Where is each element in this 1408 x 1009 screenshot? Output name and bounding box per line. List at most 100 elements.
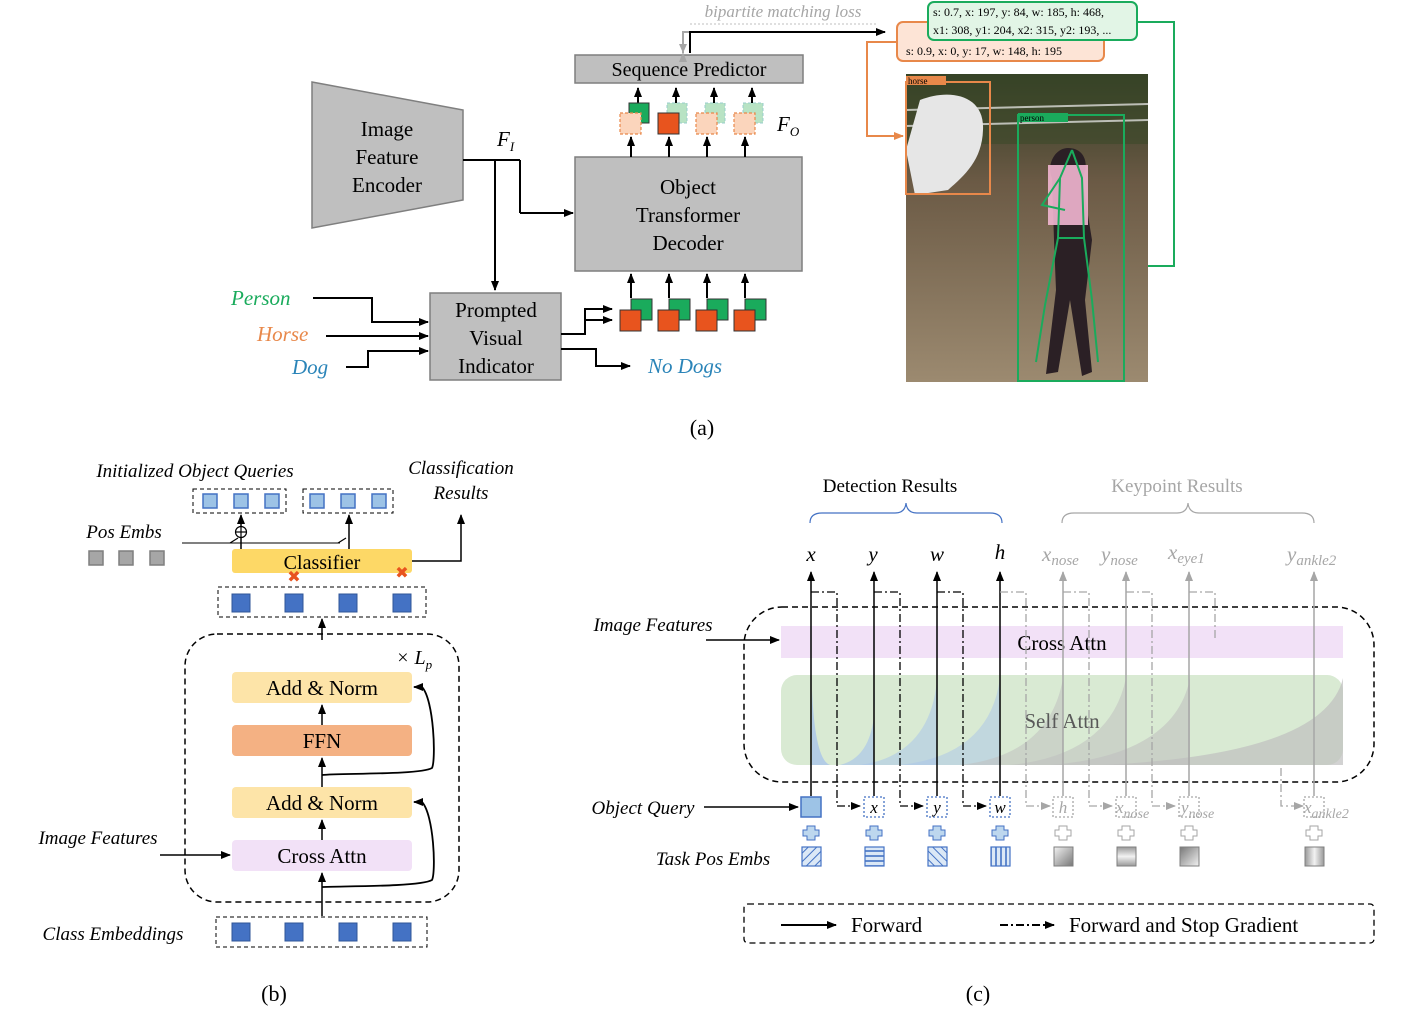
class-embeddings-row (215, 916, 428, 948)
caption-c: (c) (966, 981, 990, 1006)
task-emb-y (864, 846, 885, 867)
task-emb-k2 (1116, 846, 1137, 867)
prompt-horse: Horse (256, 322, 308, 346)
classification-results-line1: Classification (408, 458, 514, 479)
indicator-label-line1: Prompted (455, 298, 537, 322)
output-y: y (866, 542, 878, 566)
object-query-label: Object Query (592, 798, 695, 819)
decoder-container-c (743, 606, 1375, 783)
svg-text:y: y (931, 798, 941, 817)
input-queries (619, 273, 767, 332)
image-features-label-b: Image Features (37, 828, 157, 849)
image-features-label-c: Image Features (592, 615, 712, 636)
legend-forward-label: Forward (851, 913, 923, 937)
legend-stop-gradient-label: Forward and Stop Gradient (1069, 913, 1298, 937)
ffn-label: FFN (303, 729, 342, 753)
cross-attn-label: Cross Attn (277, 844, 367, 868)
repeat-lp-label: × Lp (396, 647, 433, 672)
decoder-layer-container (184, 633, 460, 903)
stop-cross-icon: ✖ (395, 563, 408, 582)
result-person-line2: x1: 308, y1: 204, x2: 315, y2: 193, ... (933, 23, 1111, 37)
indicator-label-line2: Visual (469, 326, 523, 350)
cross-attn-label-c: Cross Attn (1017, 631, 1107, 655)
input-token-x-ankle2 (1303, 796, 1325, 818)
residual-loop-top (321, 683, 435, 776)
photo-label-person: person (1020, 113, 1044, 123)
svg-text:w: w (994, 798, 1006, 817)
prediction-to-result-arrow (689, 28, 886, 53)
keypoint-brace (1061, 502, 1315, 524)
input-token-h (1052, 796, 1074, 818)
task-emb-k1 (1053, 846, 1074, 867)
output-h: h (995, 540, 1006, 564)
legend-box (743, 903, 1375, 944)
pos-embs-label: Pos Embs (85, 522, 161, 543)
input-token-x (863, 796, 885, 818)
no-dogs-arrow (561, 348, 631, 370)
panel-a: Image Feature Encoder FI Object Transfor… (230, 1, 1175, 440)
task-emb-h (990, 846, 1011, 867)
output-y-ankle2: yankle2 (1285, 542, 1337, 569)
object-transformer-decoder-block (574, 156, 803, 272)
prompt-dog: Dog (291, 355, 328, 379)
add-norm-bottom-block (232, 787, 412, 818)
output-query-orange-3 (695, 112, 718, 135)
add-norm-bottom-label: Add & Norm (266, 791, 378, 815)
person-bbox (1017, 114, 1125, 382)
bipartite-matching-loss-label: bipartite matching loss (705, 2, 862, 21)
ffn-block (232, 725, 412, 756)
caption-a: (a) (690, 415, 714, 440)
add-norm-top-block (232, 672, 412, 703)
task-pos-embs-label: Task Pos Embs (656, 849, 770, 870)
output-x-nose: xnose (1041, 542, 1079, 569)
input-token-x-nose (1115, 796, 1137, 818)
classification-results-line2: Results (433, 483, 489, 504)
image-feature-encoder-block (311, 81, 464, 229)
prompt-person: Person (230, 286, 291, 310)
svg-text:x: x (869, 798, 878, 817)
classifier-block (232, 549, 412, 573)
result-person-line1: s: 0.7, x: 197, y: 84, w: 185, h: 468, (933, 5, 1104, 19)
task-emb-w (927, 846, 948, 867)
result-horse-text: s: 0.9, x: 0, y: 17, w: 148, h: 195 (906, 44, 1062, 58)
stop-gradient-paths (811, 591, 1304, 810)
output-y-nose: ynose (1099, 542, 1138, 569)
decoder-label-line2: Transformer (636, 203, 740, 227)
svg-text:ynose: ynose (1179, 798, 1214, 822)
task-emb-k4 (1304, 846, 1325, 867)
output-x-eye1: xeye1 (1167, 540, 1205, 567)
input-token-y-nose (1178, 796, 1200, 818)
indicator-label-line3: Indicator (458, 354, 534, 378)
decoder-label-line3: Decoder (652, 231, 723, 255)
panel-b: Initialized Object Queries Classificatio… (37, 458, 513, 1006)
initialized-object-queries-label: Initialized Object Queries (95, 461, 293, 482)
output-query-orange-2 (657, 112, 680, 135)
svg-text:xnose: xnose (1115, 798, 1149, 822)
svg-text:xankle2: xankle2 (1303, 798, 1349, 822)
f-i-label: FI (496, 127, 515, 154)
output-queries (619, 87, 764, 157)
output-x: x (805, 542, 816, 566)
class-embeddings-label: Class Embeddings (43, 924, 184, 945)
indicator-to-queries-arrow-1 (561, 305, 613, 335)
encoder-label-line2: Feature (356, 145, 419, 169)
horse-bbox (905, 81, 991, 195)
token-columns (807, 571, 1318, 796)
horse-connector (866, 41, 904, 140)
task-emb-x (801, 846, 822, 867)
object-query-token (800, 796, 822, 818)
plus-icons (802, 825, 1323, 841)
residual-loop-bottom (321, 798, 435, 888)
person-arrow (313, 297, 429, 326)
sequence-predictor-block (574, 54, 804, 84)
self-attn-label: Self Attn (1024, 709, 1100, 733)
photo-label-horse: horse (908, 76, 928, 86)
input-token-w (989, 796, 1011, 818)
panel-c: Detection Results Keypoint Results x y w… (592, 476, 1375, 1006)
output-query-orange-4 (733, 112, 756, 135)
horse-shape (906, 94, 984, 195)
dog-arrow (346, 347, 429, 368)
add-norm-top-label: Add & Norm (266, 676, 378, 700)
svg-text:h: h (1059, 798, 1068, 817)
stop-cross-icon: ✖ (287, 567, 300, 586)
